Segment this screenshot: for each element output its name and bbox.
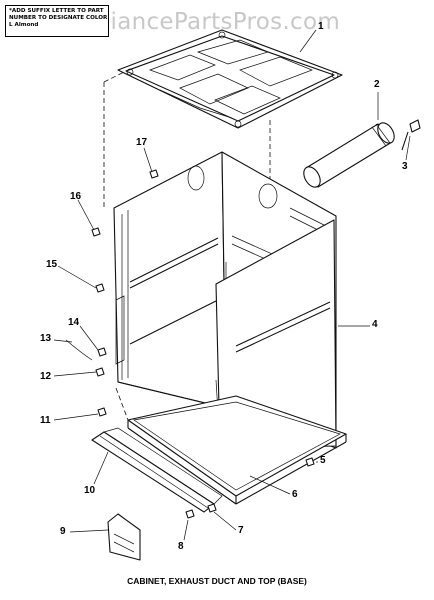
top-panel-part-1 (103, 29, 343, 208)
bracket-part-9 (107, 513, 141, 561)
note-line: NUMBER TO DESIGNATE COLOR (9, 15, 108, 21)
callout-label: 10 (84, 485, 96, 496)
callout-label: 15 (46, 259, 58, 270)
note-line: L Almond (9, 22, 39, 28)
callout-label: 7 (238, 525, 244, 536)
callout-leaders (53, 29, 411, 541)
exhaust-duct-part-2 (303, 122, 395, 188)
callout-label: 13 (40, 333, 52, 344)
callout-label: 2 (374, 79, 380, 90)
base-part-6 (115, 387, 347, 505)
callout-label: 12 (40, 371, 52, 382)
side-panel-part-4 (215, 219, 337, 449)
callout-label: 6 (292, 489, 298, 500)
screw-part-3 (401, 119, 421, 151)
callout-label: 3 (402, 161, 408, 172)
callout-label: 9 (60, 526, 66, 537)
note-line: *ADD SUFFIX LETTER TO PART (9, 8, 104, 14)
callout-label: 5 (320, 455, 326, 466)
callout-label: 11 (40, 415, 51, 426)
callout-label: 1 (318, 21, 324, 32)
hardware-screws (65, 169, 315, 519)
callout-label: 14 (68, 317, 80, 328)
callout-label: 4 (372, 319, 378, 330)
diagram-caption: CABINET, EXHAUST DUCT AND TOP (BASE) (127, 576, 307, 586)
callout-label: 16 (70, 191, 82, 202)
callout-label: 8 (178, 541, 184, 552)
color-suffix-note: *ADD SUFFIX LETTER TO PART NUMBER TO DES… (5, 5, 109, 37)
callout-label: 17 (136, 137, 148, 148)
